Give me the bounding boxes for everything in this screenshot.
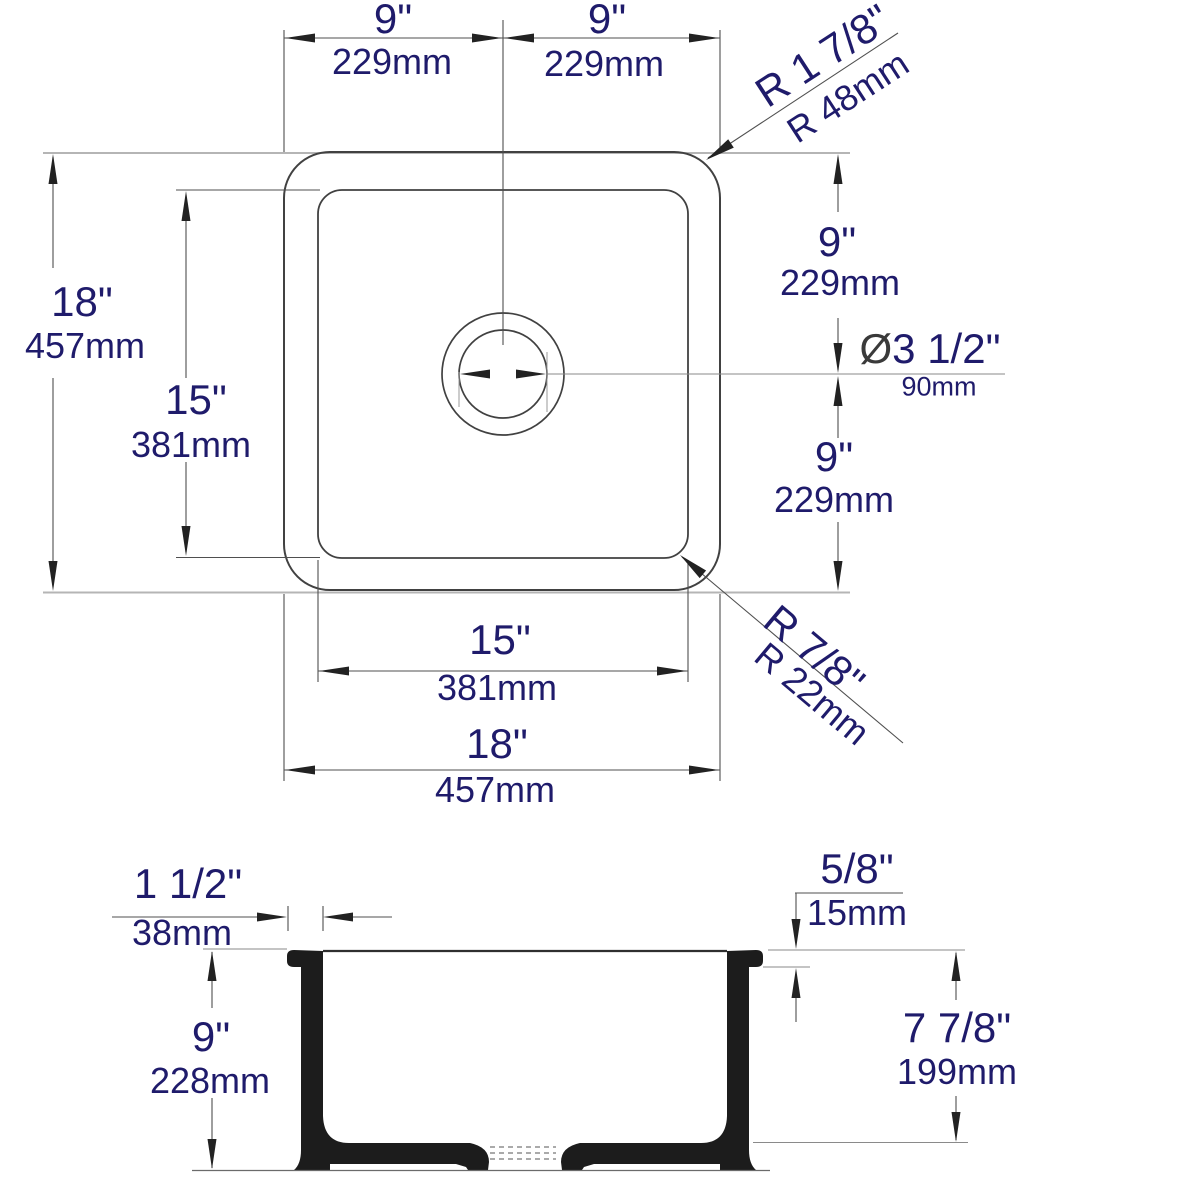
dim-inner-width-mm: 381mm xyxy=(436,667,558,708)
diameter-symbol: Ø xyxy=(859,325,893,372)
dim-rim-thickness-mm: 15mm xyxy=(806,892,908,933)
section-view-dimension-lines xyxy=(112,892,968,1168)
dim-overall-height-inch: 18" xyxy=(51,278,113,325)
top-view-arrowheads xyxy=(48,33,843,775)
dim-overall-width-inch: 18" xyxy=(466,720,528,767)
dim-right-upper-mm: 229mm xyxy=(779,262,901,303)
top-view-dimension-lines xyxy=(52,20,1005,781)
dim-bowl-depth-mm: 199mm xyxy=(896,1051,1018,1092)
section-view-lines xyxy=(192,949,770,1172)
dim-right-lower-inch: 9" xyxy=(814,433,854,480)
dim-top-left-width-inch: 9" xyxy=(373,0,413,42)
dim-bowl-depth-inch: 7 7/8" xyxy=(902,1004,1012,1051)
dim-inner-height-inch: 15" xyxy=(165,376,227,423)
dim-overall-width-mm: 457mm xyxy=(434,769,556,810)
section-view-profile xyxy=(287,950,763,1170)
top-view-sink-outline xyxy=(283,151,721,591)
dim-top-right-width-inch: 9" xyxy=(587,0,627,42)
dim-drain-diameter-inch: Ø3 1/2" xyxy=(860,328,1001,370)
drain-recess-hidden-lines xyxy=(490,1146,556,1160)
section-view-arrowheads xyxy=(207,912,961,1169)
section-left-wall xyxy=(287,950,489,1170)
dim-right-upper-inch: 9" xyxy=(817,218,857,265)
top-view-extension-lines xyxy=(43,152,850,594)
section-right-wall xyxy=(561,950,763,1170)
dim-right-lower-mm: 229mm xyxy=(773,479,895,520)
dim-overall-height-mm: 457mm xyxy=(24,325,146,366)
inner-radius-leader-arrow xyxy=(680,555,707,579)
dim-rim-thickness-inch: 5/8" xyxy=(820,845,894,892)
dim-drain-diameter-mm: 90mm xyxy=(901,371,977,402)
dim-inner-height-mm: 381mm xyxy=(130,424,252,465)
dim-overall-depth-inch: 9" xyxy=(191,1013,231,1060)
dim-inner-width-inch: 15" xyxy=(469,616,531,663)
sink-outer-edge xyxy=(283,151,721,591)
dim-overall-depth-mm: 228mm xyxy=(149,1060,271,1101)
dim-rim-lip-width-mm: 38mm xyxy=(131,912,233,953)
dim-top-left-width-mm: 229mm xyxy=(331,41,453,82)
outer-radius-leader-arrow xyxy=(706,139,734,160)
drain-diameter-value: 3 1/2" xyxy=(892,325,1001,372)
dim-rim-lip-width-inch: 1 1/2" xyxy=(133,860,243,907)
dim-top-right-width-mm: 229mm xyxy=(543,43,665,84)
